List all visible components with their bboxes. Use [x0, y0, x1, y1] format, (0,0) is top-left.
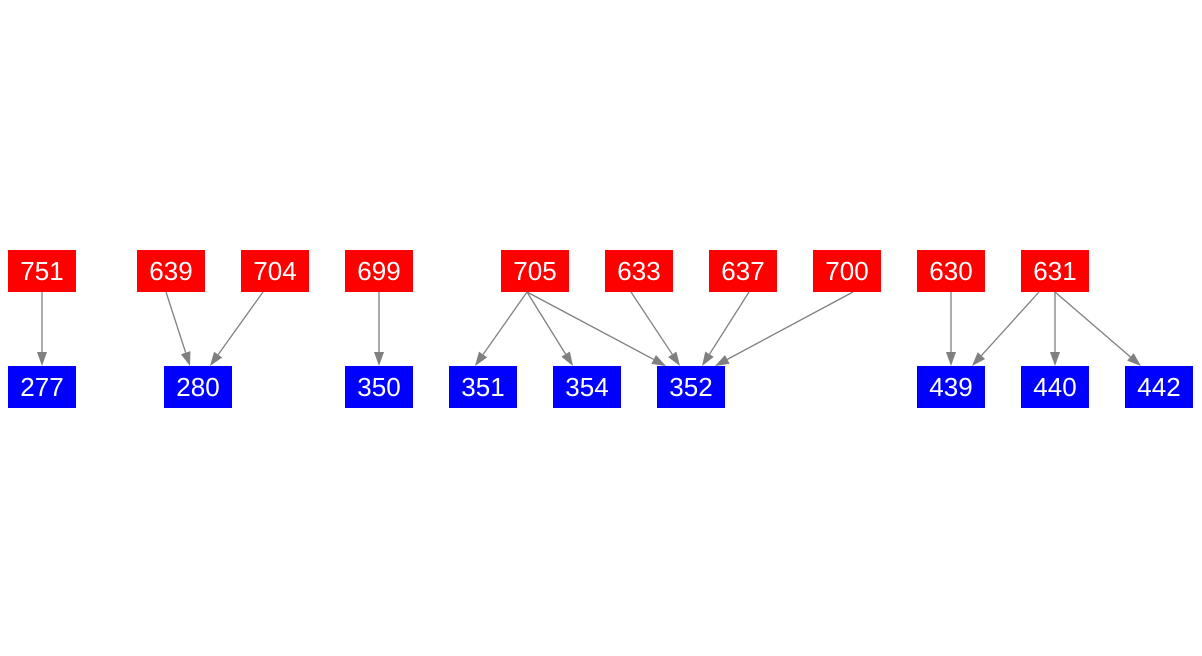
node-label: 442: [1137, 372, 1180, 402]
node-label: 637: [721, 256, 764, 286]
edge-631-to-442: [1054, 291, 1141, 366]
arrowhead-icon: [561, 351, 573, 366]
node-354: 354: [553, 366, 621, 408]
node-351: 351: [449, 366, 517, 408]
edge-631-to-439: [972, 291, 1040, 366]
arrowhead-icon: [702, 351, 714, 366]
edge-line: [980, 291, 1040, 357]
node-704: 704: [241, 250, 309, 292]
node-label: 352: [669, 372, 712, 402]
target-node-box: [553, 366, 621, 408]
arrowhead-icon: [668, 351, 680, 366]
source-node-box: [137, 250, 205, 292]
node-label: 630: [929, 256, 972, 286]
node-633: 633: [605, 250, 673, 292]
node-630: 630: [917, 250, 985, 292]
edge-line: [1054, 291, 1131, 358]
arrowhead-icon: [475, 351, 488, 366]
edge-699-to-350: [374, 292, 384, 366]
edge-700-to-352: [715, 291, 854, 366]
edge-639-to-280: [165, 291, 191, 366]
source-node-box: [345, 250, 413, 292]
node-442: 442: [1125, 366, 1193, 408]
node-label: 631: [1033, 256, 1076, 286]
node-639: 639: [137, 250, 205, 292]
edge-751-to-277: [37, 292, 47, 366]
arrowhead-icon: [715, 354, 730, 366]
edges-layer: [37, 291, 1141, 366]
source-node-box: [709, 250, 777, 292]
arrowhead-icon: [651, 355, 666, 366]
node-277: 277: [8, 366, 76, 408]
source-node-box: [917, 250, 985, 292]
edge-630-to-439: [946, 292, 956, 366]
target-node-box: [164, 366, 232, 408]
node-751: 751: [8, 250, 76, 292]
node-350: 350: [345, 366, 413, 408]
node-label: 633: [617, 256, 660, 286]
edge-line: [630, 291, 673, 355]
arrowhead-icon: [946, 352, 956, 366]
node-label: 751: [20, 256, 63, 286]
node-label: 354: [565, 372, 608, 402]
node-label: 351: [461, 372, 504, 402]
node-label: 700: [825, 256, 868, 286]
target-node-box: [345, 366, 413, 408]
node-label: 439: [929, 372, 972, 402]
node-label: 440: [1033, 372, 1076, 402]
edge-line: [708, 291, 750, 355]
node-440: 440: [1021, 366, 1089, 408]
source-node-box: [501, 250, 569, 292]
edge-line: [526, 291, 654, 360]
node-705: 705: [501, 250, 569, 292]
edge-705-to-354: [526, 291, 573, 366]
node-label: 280: [176, 372, 219, 402]
target-node-box: [917, 366, 985, 408]
edge-704-to-280: [210, 291, 264, 366]
edge-line: [482, 291, 528, 355]
arrowhead-icon: [1050, 352, 1060, 366]
edge-705-to-352: [526, 291, 666, 366]
node-352: 352: [657, 366, 725, 408]
edge-633-to-352: [630, 291, 680, 366]
node-699: 699: [345, 250, 413, 292]
node-label: 699: [357, 256, 400, 286]
target-node-box: [657, 366, 725, 408]
source-node-box: [8, 250, 76, 292]
edge-705-to-351: [475, 291, 528, 366]
arrowhead-icon: [210, 351, 223, 366]
node-637: 637: [709, 250, 777, 292]
target-node-box: [1021, 366, 1089, 408]
target-node-box: [8, 366, 76, 408]
source-node-box: [813, 250, 881, 292]
arrowhead-icon: [1127, 353, 1141, 366]
edge-637-to-352: [702, 291, 750, 366]
node-700: 700: [813, 250, 881, 292]
arrowhead-icon: [37, 352, 47, 366]
node-label: 705: [513, 256, 556, 286]
target-node-box: [449, 366, 517, 408]
source-node-box: [1021, 250, 1089, 292]
source-node-box: [605, 250, 673, 292]
node-label: 277: [20, 372, 63, 402]
edge-line: [526, 291, 567, 355]
source-node-box: [241, 250, 309, 292]
edge-line: [727, 291, 854, 360]
edge-line: [217, 291, 264, 355]
arrowhead-icon: [180, 351, 191, 366]
arrowhead-icon: [374, 352, 384, 366]
node-631: 631: [1021, 250, 1089, 292]
edge-line: [165, 291, 187, 353]
node-280: 280: [164, 366, 232, 408]
target-node-box: [1125, 366, 1193, 408]
edge-631-to-440: [1050, 292, 1060, 366]
node-439: 439: [917, 366, 985, 408]
node-label: 704: [253, 256, 296, 286]
arrowhead-icon: [972, 352, 986, 366]
node-label: 350: [357, 372, 400, 402]
node-label: 639: [149, 256, 192, 286]
nodes-layer: 751 639 704 699 705 633 637 700 630 631 277 280 350 3…: [8, 250, 1193, 408]
